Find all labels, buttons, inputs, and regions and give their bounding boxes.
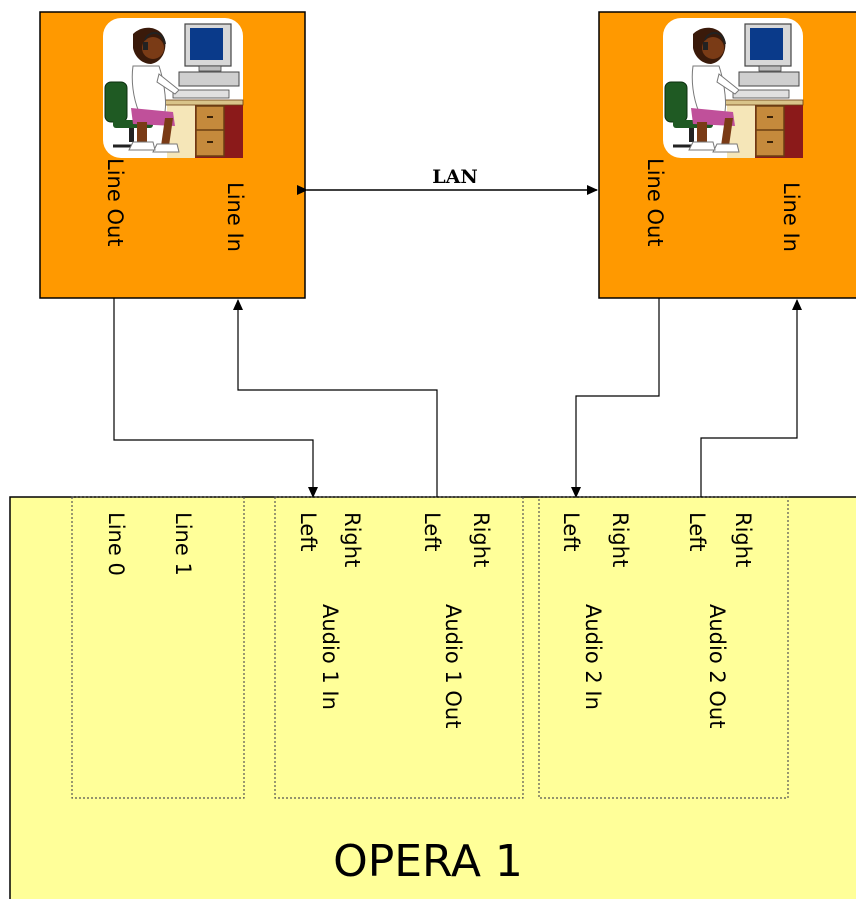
audio-2-in-label: Audio 2 In <box>581 604 605 710</box>
station-2-line-in-label: Line In <box>779 182 803 252</box>
audio-1-in-label: Audio 1 In <box>318 604 342 710</box>
connector-station1-out-to-audio1-in <box>114 298 313 497</box>
connector-audio1-out-to-station1-in <box>238 300 437 497</box>
operator-workstation-icon <box>103 18 243 158</box>
line-1-label: Line 1 <box>171 512 195 576</box>
connector-station2-out-to-audio2-in <box>576 298 659 497</box>
audio-2-in-right-label: Right <box>608 512 632 567</box>
audio-1-out-left-label: Left <box>420 512 444 552</box>
station-2-line-out-label: Line Out <box>643 158 667 247</box>
line-0-label: Line 0 <box>104 512 128 576</box>
lan-label: LAN <box>432 166 477 188</box>
opera-title: OPERA 1 <box>333 836 523 887</box>
audio-2-out-left-label: Left <box>685 512 709 552</box>
audio-1-in-right-label: Right <box>340 512 364 567</box>
audio-1-out-right-label: Right <box>469 512 493 567</box>
audio-2-out-right-label: Right <box>731 512 755 567</box>
operator-workstation-icon <box>663 18 803 158</box>
audio-1-in-left-label: Left <box>296 512 320 552</box>
connector-audio2-out-to-station2-in <box>701 300 797 497</box>
station-1-line-in-label: Line In <box>223 182 247 252</box>
audio-1-out-label: Audio 1 Out <box>441 604 465 728</box>
station-1-line-out-label: Line Out <box>103 158 127 247</box>
audio-2-in-left-label: Left <box>559 512 583 552</box>
audio-2-out-label: Audio 2 Out <box>705 604 729 728</box>
